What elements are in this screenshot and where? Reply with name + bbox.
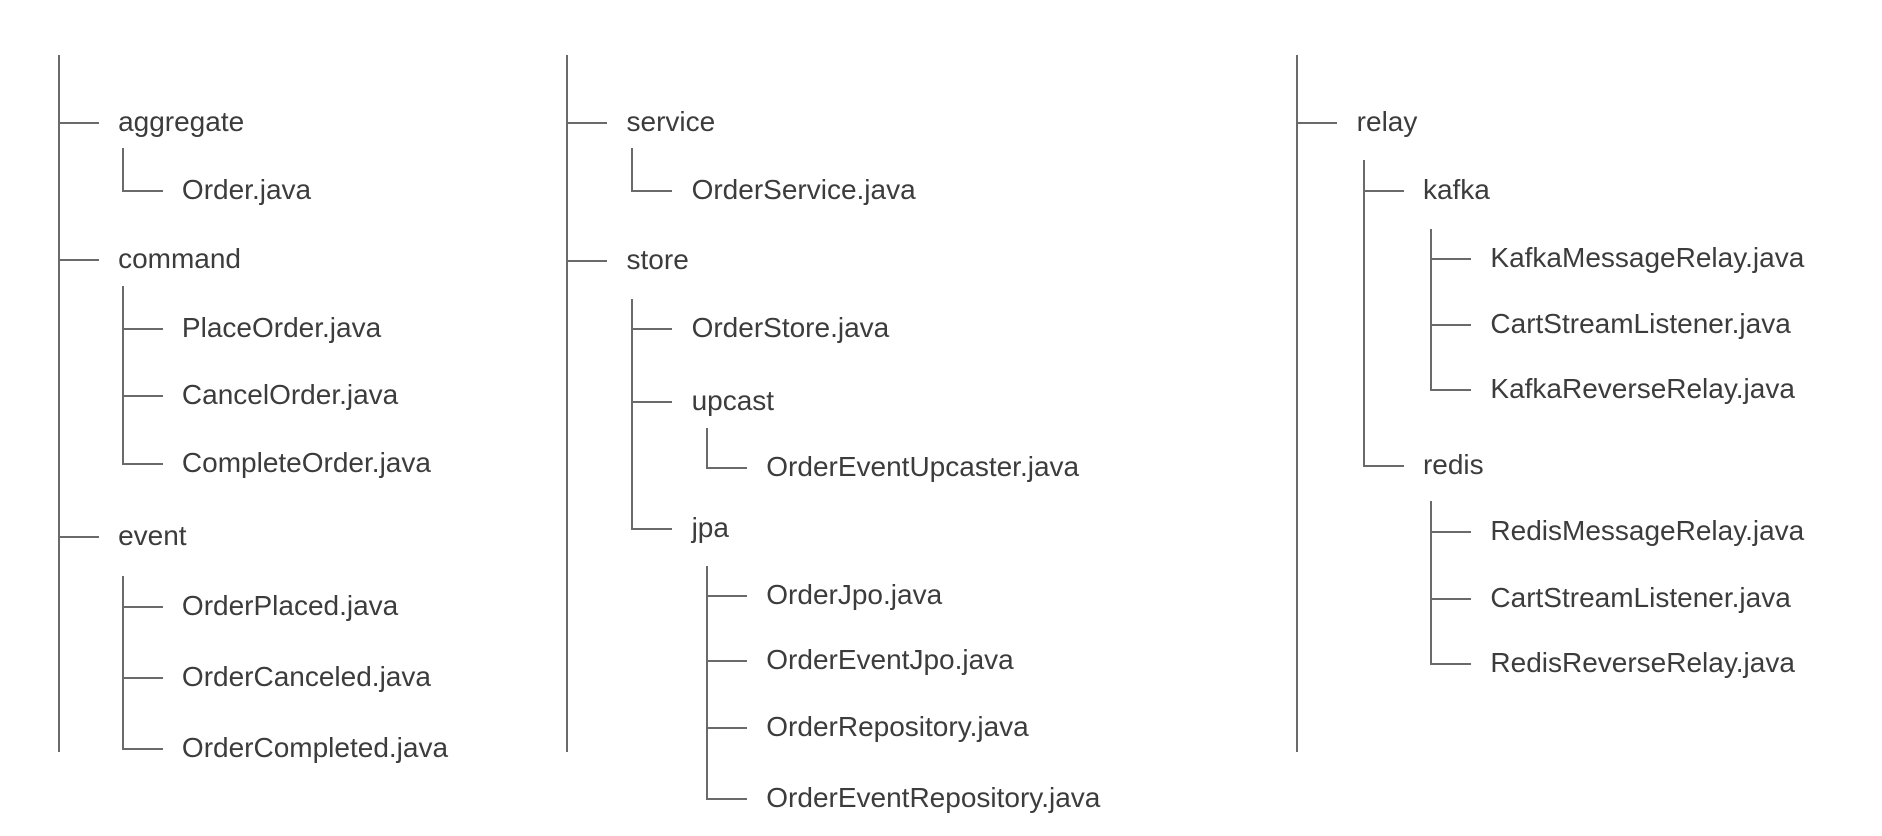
tree-branch-line bbox=[1430, 228, 1433, 390]
file-label: CancelOrder.java bbox=[181, 379, 399, 411]
file-label: OrderRepository.java bbox=[766, 710, 1029, 742]
tree-connector bbox=[1296, 121, 1338, 124]
file-label: CartStreamListener.java bbox=[1490, 581, 1791, 613]
tree-connector bbox=[121, 327, 163, 330]
tree-connector bbox=[1362, 190, 1404, 193]
tree-connector bbox=[706, 726, 747, 729]
tree-connector bbox=[706, 595, 747, 598]
root-trunk-line bbox=[1296, 55, 1299, 752]
tree-connector bbox=[121, 677, 163, 680]
tree-connector bbox=[57, 536, 99, 539]
tree-connector bbox=[706, 467, 747, 470]
package-label: upcast bbox=[691, 385, 775, 417]
package-label: kafka bbox=[1422, 174, 1490, 206]
tree-connector bbox=[706, 797, 747, 800]
tree-connector bbox=[121, 395, 163, 398]
file-label: PlaceOrder.java bbox=[181, 311, 382, 343]
tree-connector bbox=[1430, 324, 1472, 327]
tree-connector bbox=[566, 121, 608, 124]
file-label: RedisMessageRelay.java bbox=[1490, 515, 1805, 547]
tree-connector bbox=[1430, 531, 1472, 534]
tree-connector bbox=[57, 259, 99, 262]
file-label: OrderEventUpcaster.java bbox=[766, 451, 1080, 483]
file-label: KafkaMessageRelay.java bbox=[1490, 241, 1805, 273]
tree-connector bbox=[1430, 662, 1472, 665]
package-label: jpa bbox=[691, 511, 729, 543]
tree-connector bbox=[631, 401, 673, 404]
file-label: Order.java bbox=[181, 174, 312, 206]
tree-connector bbox=[566, 260, 608, 263]
file-label: CompleteOrder.java bbox=[181, 446, 431, 478]
tree-branch-line bbox=[121, 285, 124, 463]
tree-connector bbox=[631, 190, 673, 193]
package-label: redis bbox=[1422, 449, 1484, 481]
tree-connector bbox=[57, 121, 99, 124]
tree-connector bbox=[121, 462, 163, 465]
tree-connector bbox=[706, 660, 747, 663]
file-label: KafkaReverseRelay.java bbox=[1490, 373, 1795, 405]
tree-connector bbox=[1362, 465, 1404, 468]
tree-connector bbox=[631, 327, 673, 330]
package-label: aggregate bbox=[118, 105, 245, 137]
file-label: OrderService.java bbox=[691, 174, 916, 206]
package-label: service bbox=[626, 105, 716, 137]
package-label: event bbox=[118, 520, 187, 552]
file-label: CartStreamListener.java bbox=[1490, 308, 1791, 340]
tree-branch-line bbox=[121, 575, 124, 749]
file-label: OrderJpo.java bbox=[766, 579, 943, 611]
tree-connector bbox=[121, 606, 163, 609]
tree-branch-line bbox=[706, 566, 709, 798]
root-trunk-line bbox=[566, 55, 569, 752]
tree-branch-line bbox=[121, 148, 124, 191]
package-label: store bbox=[626, 244, 689, 276]
file-label: OrderStore.java bbox=[691, 311, 890, 343]
tree-connector bbox=[1430, 597, 1472, 600]
root-trunk-line bbox=[57, 55, 60, 752]
tree-branch-line bbox=[1362, 160, 1365, 466]
file-label: OrderEventRepository.java bbox=[766, 781, 1101, 813]
tree-connector bbox=[1430, 257, 1472, 260]
file-label: OrderCompleted.java bbox=[181, 732, 449, 764]
file-label: OrderEventJpo.java bbox=[766, 644, 1014, 676]
tree-branch-line bbox=[631, 148, 634, 191]
file-label: OrderPlaced.java bbox=[181, 590, 399, 622]
package-label: command bbox=[118, 243, 241, 275]
tree-branch-line bbox=[1430, 501, 1433, 663]
tree-connector bbox=[1430, 389, 1472, 392]
file-label: RedisReverseRelay.java bbox=[1490, 646, 1795, 678]
package-label: relay bbox=[1356, 105, 1418, 137]
tree-connector bbox=[631, 527, 673, 530]
tree-branch-line bbox=[631, 298, 634, 528]
file-label: OrderCanceled.java bbox=[181, 661, 431, 693]
tree-connector bbox=[121, 190, 163, 193]
tree-branch-line bbox=[706, 427, 709, 468]
tree-connector bbox=[121, 748, 163, 751]
